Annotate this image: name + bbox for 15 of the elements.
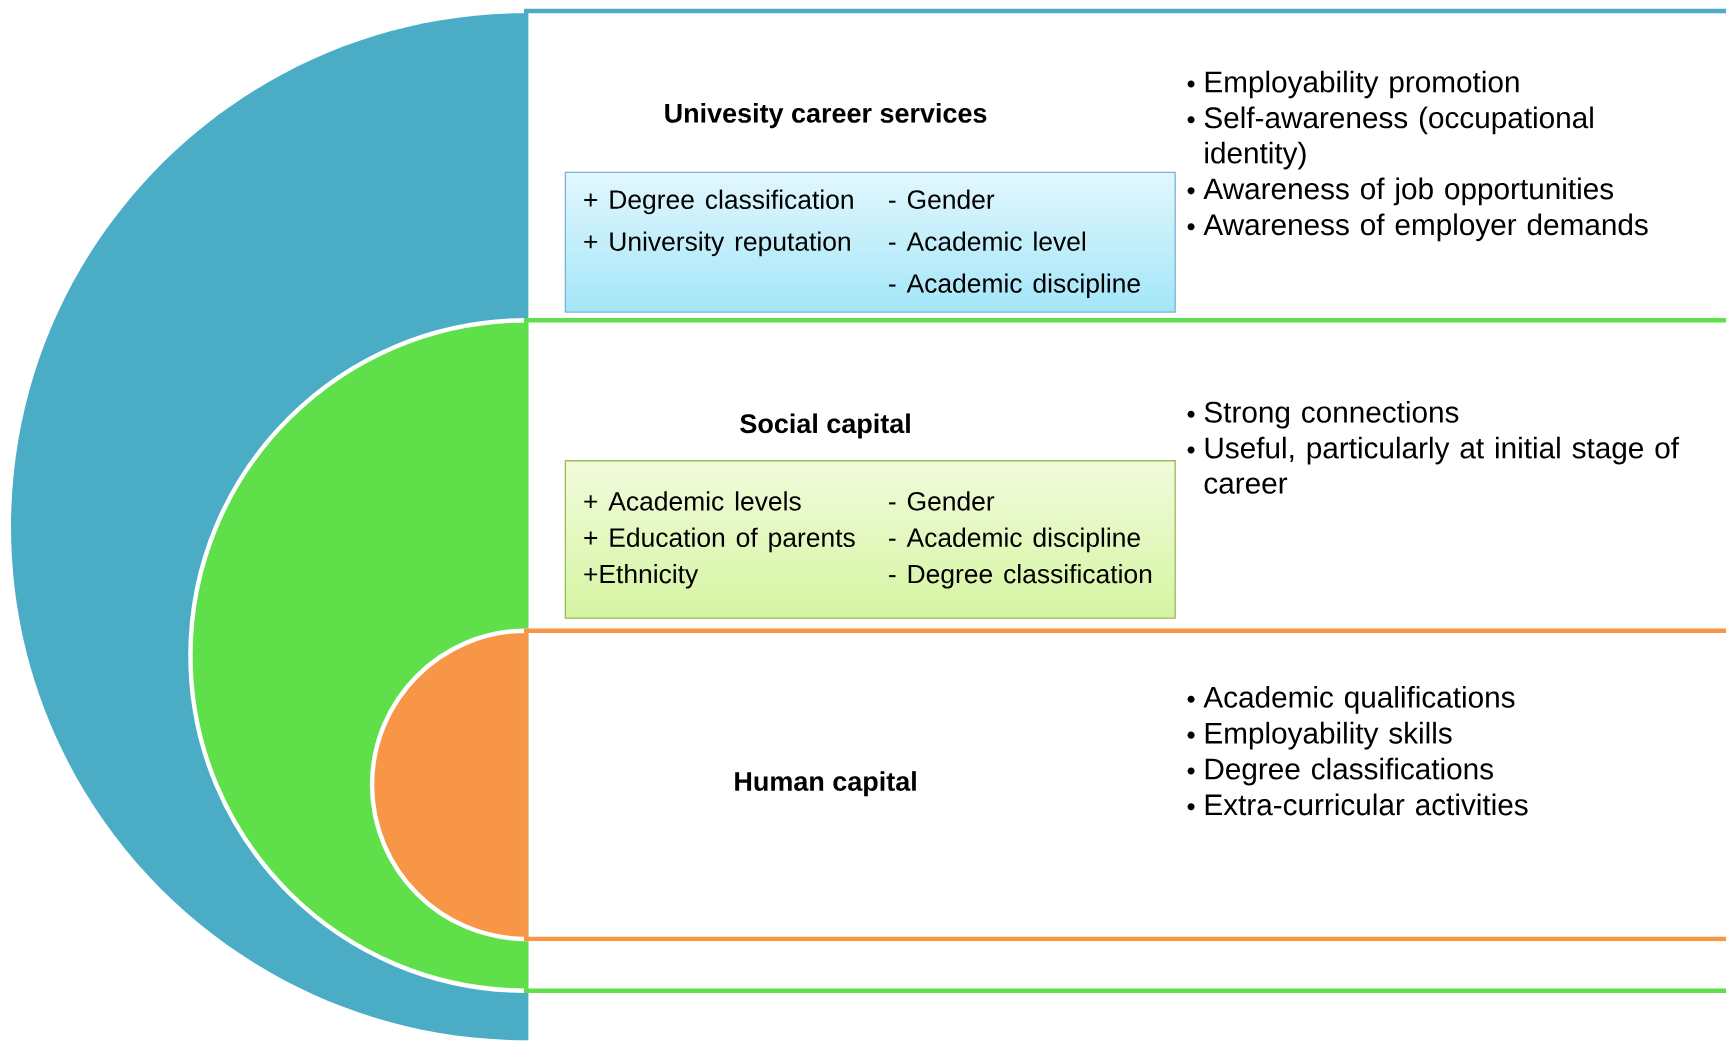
bullet-item: Self-awareness (occupational identity): [1187, 106, 1593, 170]
bullet-item: Awareness of employer demands: [1187, 213, 1648, 241]
bullet-item: Degree classifications: [1187, 757, 1493, 786]
heading: Univesity career services: [665, 102, 987, 128]
factor-box: + Degree classification - Gender + University reputation - Academic level - Academic discipline: [564, 171, 1176, 313]
bullet-item: Awareness of job opportunities: [1187, 177, 1614, 206]
bullet-item: Academic qualifications: [1187, 685, 1515, 714]
factor-box: + Academic levels - Gender + Education of parents - Academic discipline +Ethnicity - Degree classification: [564, 459, 1176, 619]
heading: Human capital: [735, 771, 916, 797]
heading: Social capital: [740, 413, 910, 439]
bullet-item: Employability promotion: [1187, 70, 1519, 99]
bullet-item: Strong connections: [1187, 400, 1459, 429]
bullet-item: Useful, particularly at initial stage of career: [1187, 436, 1680, 494]
bullet-item: Extra-curricular activities: [1187, 793, 1528, 816]
bullet-item: Employability skills: [1187, 721, 1452, 750]
